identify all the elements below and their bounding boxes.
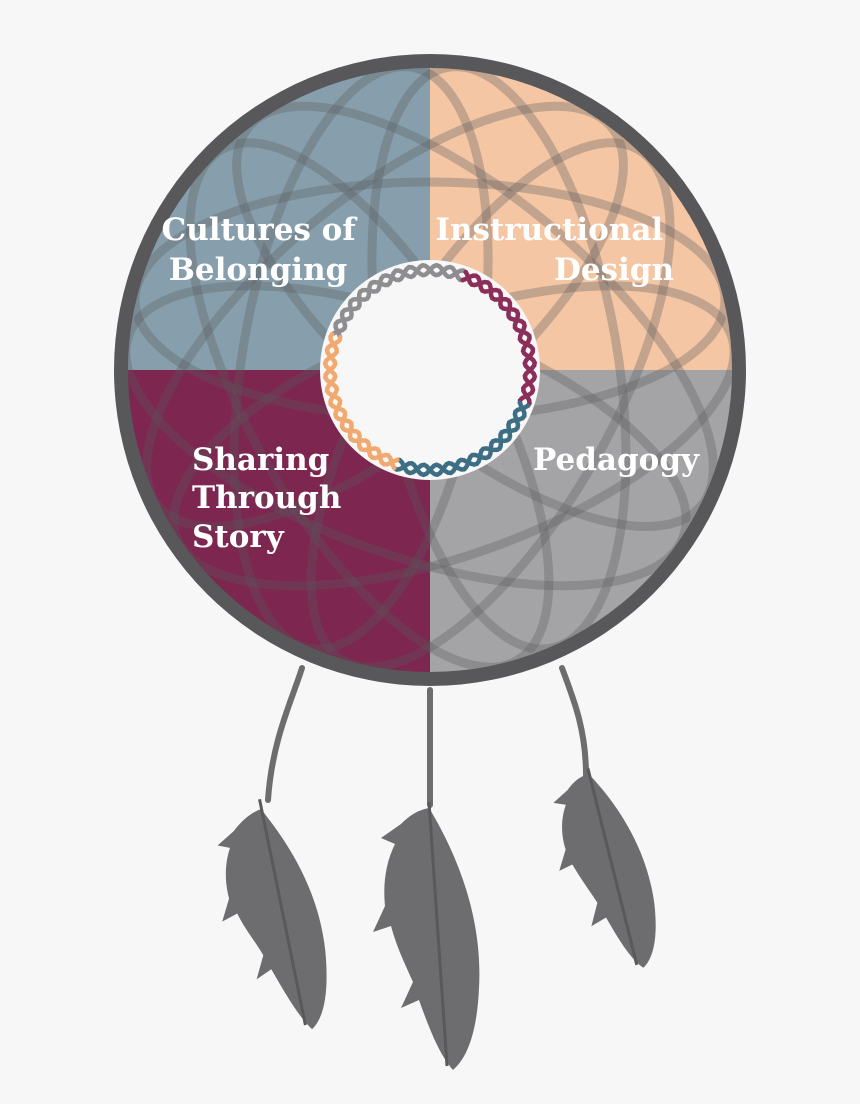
braid-strand [460, 273, 538, 405]
string-right [559, 665, 589, 778]
label-cultures-of-belonging: Cultures of Belonging [162, 212, 367, 288]
braided-ring [322, 262, 538, 478]
braid-strand [463, 269, 538, 408]
braid-strand [322, 335, 400, 467]
hanging-strings [265, 665, 589, 808]
label-sharing-through-story: Sharing Through Story [192, 442, 352, 555]
quadrant-labels: Cultures of Belonging Instructional Desi… [162, 212, 700, 555]
braid-strand [333, 262, 465, 340]
feather-center-icon [373, 801, 480, 1070]
braid-strand [329, 262, 468, 337]
braid-strand [395, 400, 527, 478]
feather-right-icon [553, 768, 656, 968]
label-instructional-design: Instructional Design [435, 212, 674, 288]
label-pedagogy: Pedagogy [533, 442, 700, 478]
feather-left-icon [217, 798, 327, 1030]
center-hole [320, 260, 540, 480]
braid-strand [322, 332, 397, 471]
string-left [265, 665, 305, 803]
feathers [217, 768, 656, 1070]
braid-strand [392, 403, 531, 478]
quadrants [128, 68, 732, 672]
